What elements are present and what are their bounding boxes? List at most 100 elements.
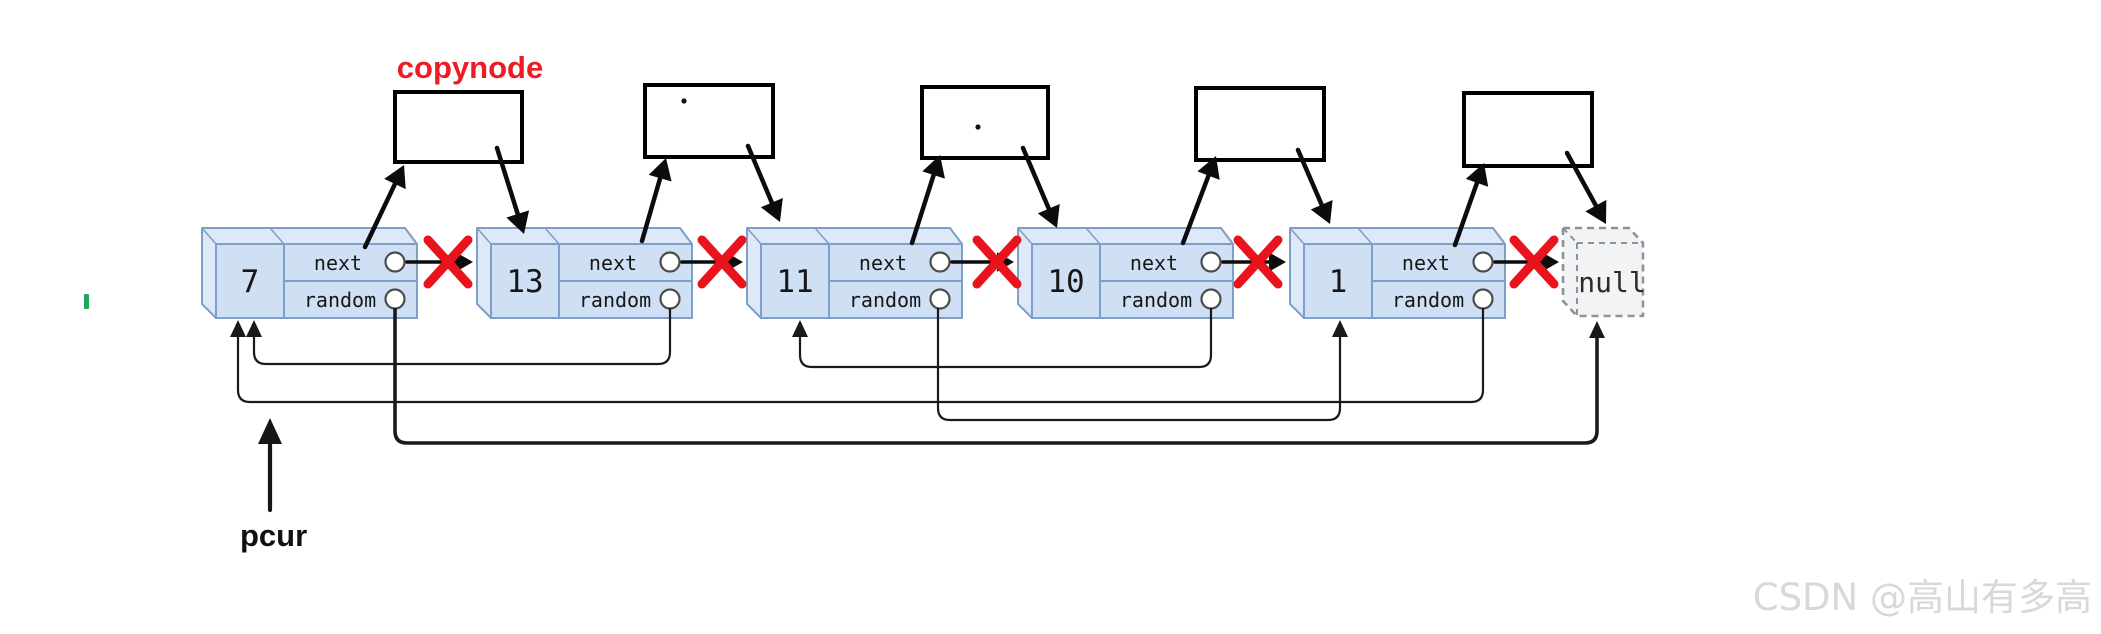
pcur-label: pcur <box>240 518 307 553</box>
node-bevel-lines <box>476 227 560 245</box>
copynode-pen-dot <box>975 124 981 130</box>
down-arrow-copynode-to-node-3-head <box>1037 204 1060 228</box>
null-box-outline <box>1561 226 1645 318</box>
copynode-rect-3 <box>920 85 1050 160</box>
next-pointer-dot <box>659 251 681 273</box>
down-arrow-copynode-to-node-2-head <box>760 198 783 222</box>
next-field-label: next <box>1130 251 1178 275</box>
random-field-label: random <box>849 288 921 312</box>
node-value: 1 <box>1329 264 1348 300</box>
random-wire-10-to-11-head <box>792 320 808 337</box>
list-node-10: 10 next random <box>1017 227 1234 319</box>
up-arrow-node-to-copynode-3-head <box>922 155 945 179</box>
list-node-7: 7 next random <box>201 227 418 319</box>
list-node-11: 11 next random <box>746 227 963 319</box>
node-value: 7 <box>241 264 260 300</box>
up-arrow-node-to-copynode-2-head <box>648 158 672 182</box>
next-pointer-dot <box>1472 251 1494 273</box>
node-value: 13 <box>506 264 543 300</box>
random-wire-13-to-7 <box>252 308 672 366</box>
next-field-label: next <box>589 251 637 275</box>
copynode-box <box>1194 86 1326 162</box>
x-stroke <box>697 235 747 289</box>
up-arrow-node-to-copynode-1-head <box>384 165 406 190</box>
list-node-1: 1 next random <box>1289 227 1506 319</box>
next-field-label: next <box>859 251 907 275</box>
green-mark <box>84 294 89 309</box>
red-x-mark-4 <box>1233 235 1283 289</box>
random-wire-7-to-null-head <box>1589 321 1605 338</box>
watermark: CSDN @高山有多高 <box>1753 576 2092 619</box>
random-wire-11-to-1 <box>936 308 1342 422</box>
up-arrow-node-to-copynode-1 <box>362 181 398 250</box>
red-x-mark-5 <box>1509 235 1559 289</box>
null-box-bevel-lines <box>1562 227 1643 316</box>
copynode-rect-2 <box>643 83 775 159</box>
random-field-label: random <box>1392 288 1464 312</box>
down-arrow-copynode-to-node-4 <box>1295 147 1324 207</box>
up-arrow-node-to-copynode-4-head <box>1197 156 1220 180</box>
x-stroke <box>1233 235 1283 289</box>
x-stroke <box>972 235 1022 289</box>
random-field-label: random <box>579 288 651 312</box>
copynode-rect-4 <box>1194 86 1326 162</box>
random-wire-1-to-7-head <box>230 320 246 337</box>
node-bevel-lines <box>1289 227 1373 245</box>
red-x-mark-2 <box>697 235 747 289</box>
copynode-box <box>920 85 1050 160</box>
up-arrow-node-to-copynode-3 <box>909 172 936 246</box>
down-arrow-copynode-to-node-3 <box>1020 145 1052 211</box>
down-arrow-copynode-to-node-1 <box>494 145 520 217</box>
up-arrow-node-to-copynode-4 <box>1180 173 1211 246</box>
down-arrow-copynode-to-node-5 <box>1564 150 1599 208</box>
up-arrow-node-to-copynode-2 <box>639 175 663 244</box>
copynode-label: copynode <box>397 50 543 85</box>
random-pointer-dot <box>384 288 406 310</box>
next-arrow-4-head <box>1269 252 1286 272</box>
random-field-label: random <box>304 288 376 312</box>
copynode-box <box>643 83 775 159</box>
random-field-label: random <box>1120 288 1192 312</box>
copynode-rect-5 <box>1462 91 1594 168</box>
copynode-box <box>393 90 524 164</box>
random-wire-13-to-7-head <box>246 320 262 337</box>
down-arrow-copynode-to-node-5-head <box>1585 199 1607 224</box>
copynode-pen-dot <box>681 98 687 104</box>
node-bevel-lines <box>1017 227 1101 245</box>
next-pointer-dot <box>929 251 951 273</box>
down-arrow-copynode-to-node-1-head <box>506 210 530 234</box>
random-pointer-dot <box>1200 288 1222 310</box>
down-arrow-copynode-to-node-2 <box>745 143 775 205</box>
up-arrow-node-to-copynode-5-head <box>1465 163 1489 187</box>
random-pointer-dot <box>929 288 951 310</box>
random-wire-11-to-1-head <box>1332 320 1348 337</box>
pcur-arrow-head <box>258 418 282 444</box>
random-wire-7-to-null <box>393 308 1599 445</box>
red-x-mark-1 <box>423 235 473 289</box>
next-pointer-dot <box>1200 251 1222 273</box>
next-arrow-5-head <box>1542 252 1559 272</box>
down-arrow-copynode-to-node-4-head <box>1310 200 1333 224</box>
x-stroke <box>1509 235 1559 289</box>
node-bevel-lines <box>201 227 285 245</box>
next-arrow-1-head <box>456 252 473 272</box>
random-pointer-dot <box>659 288 681 310</box>
copynode-box <box>1462 91 1594 168</box>
null-box: null <box>1561 226 1646 318</box>
random-pointer-dot <box>1472 288 1494 310</box>
random-wire-10-to-11 <box>798 308 1213 369</box>
node-bevel-lines <box>746 227 830 245</box>
next-field-label: next <box>314 251 362 275</box>
copynode-rect-1 <box>393 90 524 164</box>
null-label: null <box>1578 266 1645 299</box>
node-value: 11 <box>776 264 813 300</box>
next-field-label: next <box>1402 251 1450 275</box>
x-stroke <box>423 235 473 289</box>
red-x-mark-3 <box>972 235 1022 289</box>
up-arrow-node-to-copynode-5 <box>1452 180 1480 248</box>
node-value: 10 <box>1047 264 1084 300</box>
next-pointer-dot <box>384 251 406 273</box>
list-node-13: 13 next random <box>476 227 693 319</box>
